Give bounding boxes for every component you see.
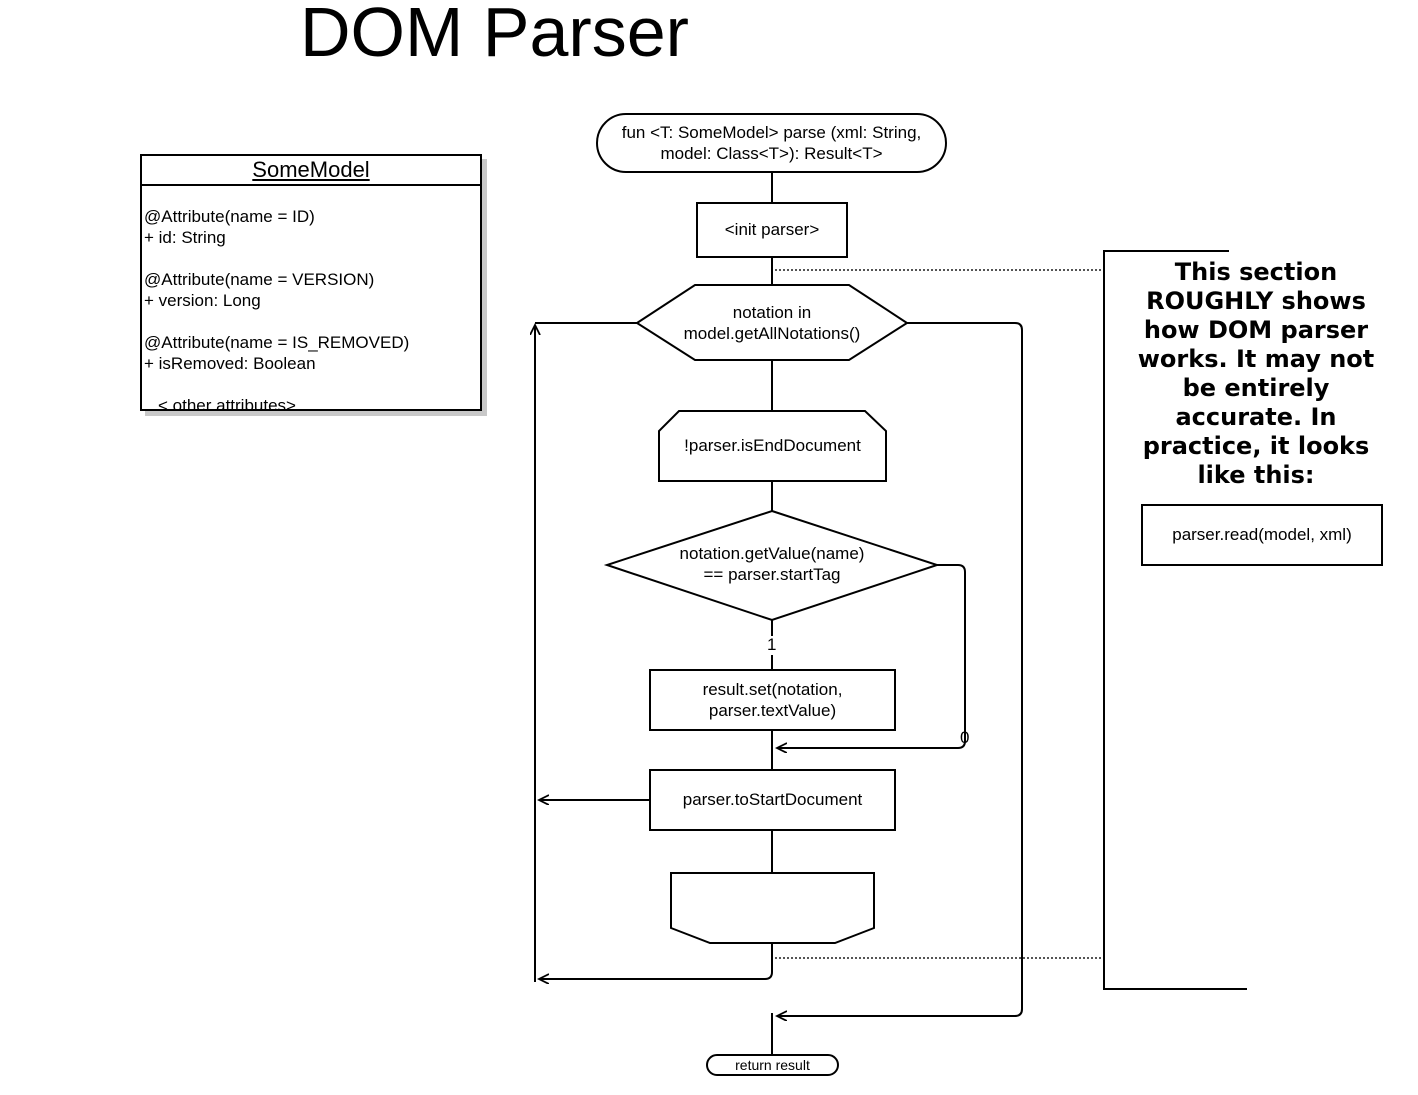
outer-loop-label: notation in model.getAllNotations() (637, 302, 907, 344)
init-parser-box (696, 202, 848, 258)
uml-annotation: @Attribute(name = VERSION) (144, 270, 375, 289)
no-branch-label: 0 (960, 728, 970, 747)
section-bracket (1103, 250, 1247, 990)
end-terminator (706, 1054, 839, 1076)
uml-field: + isRemoved: Boolean (144, 354, 316, 373)
inner-loop-label: !parser.isEndDocument (684, 436, 861, 455)
end-label: return result (735, 1057, 810, 1073)
set-result-label-line2: parser.textValue) (708, 701, 837, 720)
outer-loop-label-line1: notation in (732, 303, 812, 322)
start-terminator (596, 113, 947, 173)
loop-end-shape (670, 872, 875, 944)
outer-loop-exit-line (777, 322, 1023, 1016)
to-start-document-label: parser.toStartDocument (682, 790, 863, 809)
uml-field: + id: String (144, 228, 226, 247)
uml-annotation: @Attribute(name = IS_REMOVED) (144, 333, 410, 352)
yes-branch-label: 1 (767, 635, 777, 654)
decision-diamond (603, 509, 941, 622)
uml-class-name: SomeModel (252, 157, 370, 182)
uml-annotation: @Attribute(name = ID) (144, 207, 315, 226)
uml-field: + version: Long (144, 291, 261, 310)
decision-label: notation.getValue(name) == parser.startT… (607, 543, 937, 585)
set-result-label: result.set(notation, parser.textValue) (650, 679, 895, 721)
code-example-box (1141, 504, 1383, 566)
uml-class-body: @Attribute(name = ID) + id: String @Attr… (142, 186, 480, 411)
start-label-line2: model: Class<T>): Result<T> (660, 144, 883, 163)
uml-more-attributes: < other attributes> (158, 396, 296, 411)
uml-class-box: SomeModel @Attribute(name = ID) + id: St… (140, 154, 482, 411)
section-note: This section ROUGHLY shows how DOM parse… (1137, 258, 1375, 489)
outer-loop-return-line (539, 943, 773, 979)
page-title: DOM Parser (300, 0, 689, 71)
code-example-label: parser.read(model, xml) (1172, 525, 1352, 544)
init-parser-label: <init parser> (724, 220, 820, 239)
set-result-label-line1: result.set(notation, (702, 680, 843, 699)
uml-class-header: SomeModel (142, 156, 480, 186)
set-result-box (649, 669, 896, 731)
start-label: fun <T: SomeModel> parse (xml: String, m… (597, 122, 946, 164)
no-branch-line (777, 564, 966, 748)
start-label-line1: fun <T: SomeModel> parse (xml: String, (621, 123, 922, 142)
to-start-document-box (649, 769, 896, 831)
decision-label-line2: == parser.startTag (703, 565, 841, 584)
outer-loop-hexagon (635, 284, 909, 361)
inner-loop-start-shape (658, 410, 887, 482)
outer-loop-label-line2: model.getAllNotations() (683, 324, 861, 343)
decision-label-line1: notation.getValue(name) (679, 544, 865, 563)
